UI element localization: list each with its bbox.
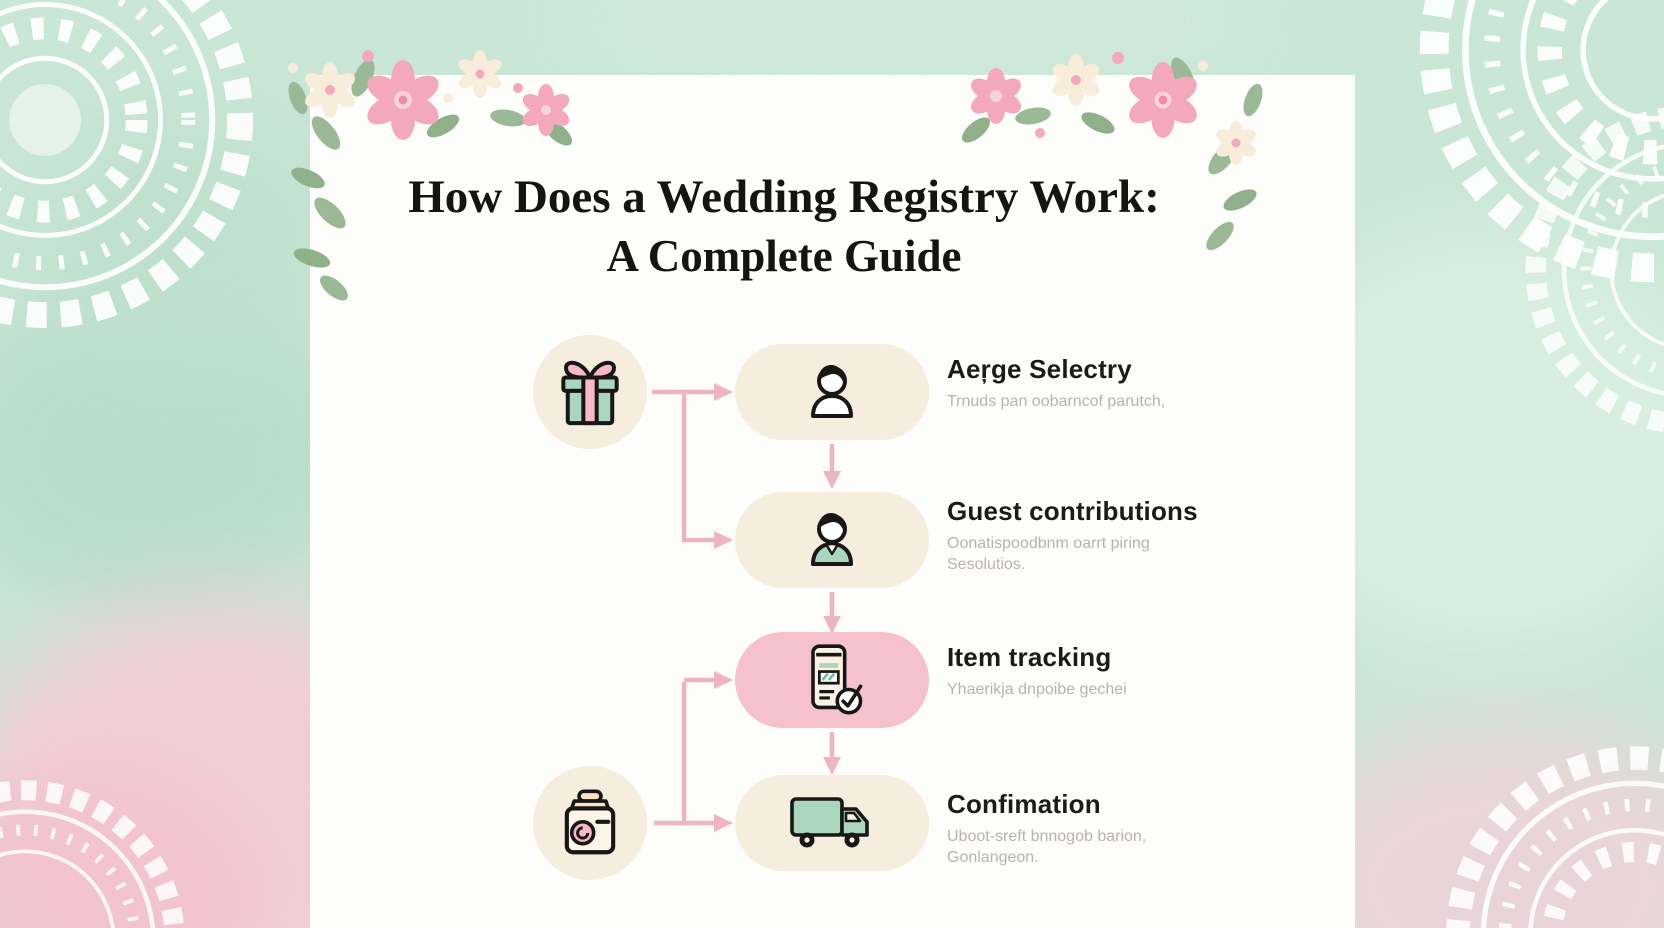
step4-node bbox=[735, 775, 929, 871]
cream-flower-icon bbox=[458, 50, 502, 98]
page-title-line1: How Does a Wedding Registry Work: bbox=[408, 171, 1160, 223]
step4-text: Confimation Uboot-sreft bnnogob barion,G… bbox=[947, 789, 1277, 868]
pink-flower-icon bbox=[970, 68, 1022, 124]
floral-decoration-left bbox=[288, 50, 573, 301]
step2-title: Guest contributions bbox=[947, 496, 1198, 526]
floral-decoration-right bbox=[961, 52, 1263, 251]
step1-title: Aeŗge Selectry bbox=[947, 354, 1132, 384]
flower-bud bbox=[1198, 61, 1208, 71]
flower-bud bbox=[288, 63, 298, 73]
step4-side-node bbox=[533, 766, 647, 880]
step3-title: Item tracking bbox=[947, 642, 1112, 672]
step4-title: Confimation bbox=[947, 789, 1101, 819]
step1-text: Aeŗge Selectry Trnuds pan oobarncof paru… bbox=[947, 354, 1277, 412]
step3-description: Yhaerikja dnpoibe gechei bbox=[947, 681, 1127, 698]
lace-doily-bottom-right bbox=[1446, 746, 1664, 928]
lace-doily-right bbox=[1525, 107, 1664, 433]
step3-text: Item tracking Yhaerikja dnpoibe gechei bbox=[947, 642, 1277, 700]
gift-icon bbox=[561, 360, 619, 426]
leaf-cluster bbox=[288, 59, 573, 301]
delivery-truck-icon bbox=[790, 797, 869, 848]
flower-bud bbox=[1112, 52, 1124, 64]
step1-node bbox=[735, 344, 929, 440]
guest-person-icon bbox=[811, 513, 853, 566]
page-title-line2: A Complete Guide bbox=[606, 231, 962, 281]
flower-bud bbox=[443, 93, 453, 103]
pink-flower-icon bbox=[1129, 62, 1197, 138]
cash-register-icon bbox=[564, 789, 616, 855]
pink-flower-icon bbox=[522, 84, 570, 136]
phone-checklist-icon bbox=[811, 644, 863, 715]
cream-flower-icon bbox=[305, 62, 355, 118]
lace-doily-bottom-left bbox=[0, 780, 185, 928]
step1-description: Trnuds pan oobarncof parutch, bbox=[947, 393, 1166, 410]
step4-description: Uboot-sreft bnnogob barion,Gonlangeon. bbox=[947, 828, 1147, 866]
cream-flower-icon bbox=[1216, 121, 1256, 165]
flower-bud bbox=[513, 83, 523, 93]
cream-flower-icon bbox=[1052, 54, 1100, 106]
step3-node-highlighted bbox=[735, 632, 929, 728]
flower-bud bbox=[1035, 128, 1045, 138]
page-title: How Does a Wedding Registry Work: A Comp… bbox=[310, 168, 1258, 286]
pink-flower-icon bbox=[367, 60, 439, 140]
person-icon bbox=[811, 365, 853, 418]
step1-side-node bbox=[533, 335, 647, 449]
step2-node bbox=[735, 492, 929, 588]
lace-doily-top-left bbox=[0, 0, 253, 328]
step2-text: Guest contributions Oonatispoodbnm oarrt… bbox=[947, 496, 1277, 575]
flower-bud bbox=[362, 50, 374, 62]
